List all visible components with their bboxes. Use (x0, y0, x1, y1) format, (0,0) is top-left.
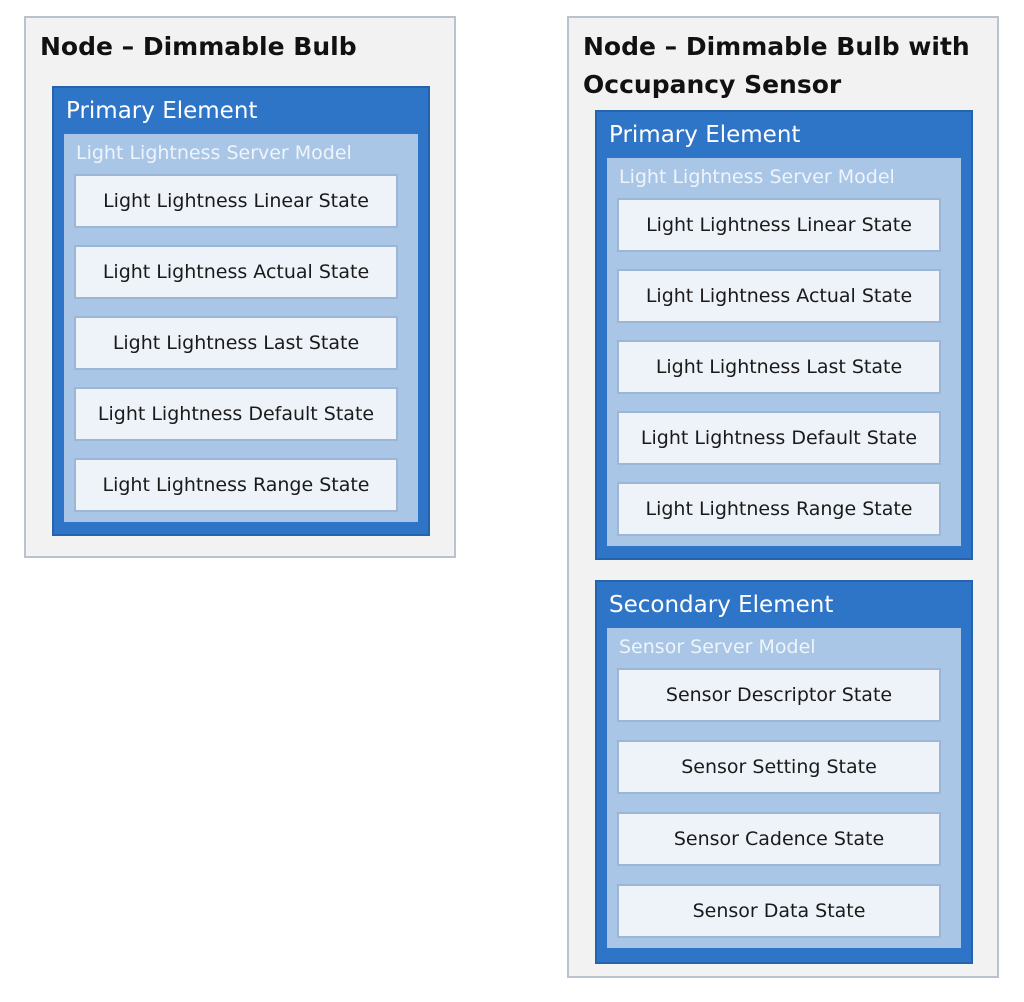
light-lightness-last-state: Light Lightness Last State (74, 316, 398, 370)
node-title: Node – Dimmable Bulb with Occupancy Sens… (583, 32, 970, 99)
light-lightness-range-state: Light Lightness Range State (74, 458, 398, 512)
element-title: Secondary Element (609, 592, 834, 618)
primary-element: Primary Element Light Lightness Server M… (52, 86, 430, 536)
primary-element: Primary Element Light Lightness Server M… (595, 110, 973, 560)
sensor-setting-state: Sensor Setting State (617, 740, 941, 794)
light-lightness-server-model: Light Lightness Server Model Light Light… (64, 134, 418, 522)
sensor-cadence-state: Sensor Cadence State (617, 812, 941, 866)
light-lightness-last-state: Light Lightness Last State (617, 340, 941, 394)
element-title: Primary Element (66, 98, 258, 124)
light-lightness-linear-state: Light Lightness Linear State (617, 198, 941, 252)
sensor-data-state: Sensor Data State (617, 884, 941, 938)
model-title: Light Lightness Server Model (76, 142, 352, 164)
model-title: Light Lightness Server Model (619, 166, 895, 188)
sensor-descriptor-state: Sensor Descriptor State (617, 668, 941, 722)
node-dimmable-bulb: Node – Dimmable Bulb Primary Element Lig… (24, 16, 456, 558)
model-title: Sensor Server Model (619, 636, 816, 658)
light-lightness-default-state: Light Lightness Default State (74, 387, 398, 441)
secondary-element: Secondary Element Sensor Server Model Se… (595, 580, 973, 964)
light-lightness-actual-state: Light Lightness Actual State (74, 245, 398, 299)
node-title: Node – Dimmable Bulb (40, 32, 357, 61)
node-dimmable-bulb-with-occupancy-sensor: Node – Dimmable Bulb with Occupancy Sens… (567, 16, 999, 978)
light-lightness-default-state: Light Lightness Default State (617, 411, 941, 465)
light-lightness-actual-state: Light Lightness Actual State (617, 269, 941, 323)
light-lightness-server-model: Light Lightness Server Model Light Light… (607, 158, 961, 546)
light-lightness-range-state: Light Lightness Range State (617, 482, 941, 536)
light-lightness-linear-state: Light Lightness Linear State (74, 174, 398, 228)
sensor-server-model: Sensor Server Model Sensor Descriptor St… (607, 628, 961, 948)
element-title: Primary Element (609, 122, 801, 148)
